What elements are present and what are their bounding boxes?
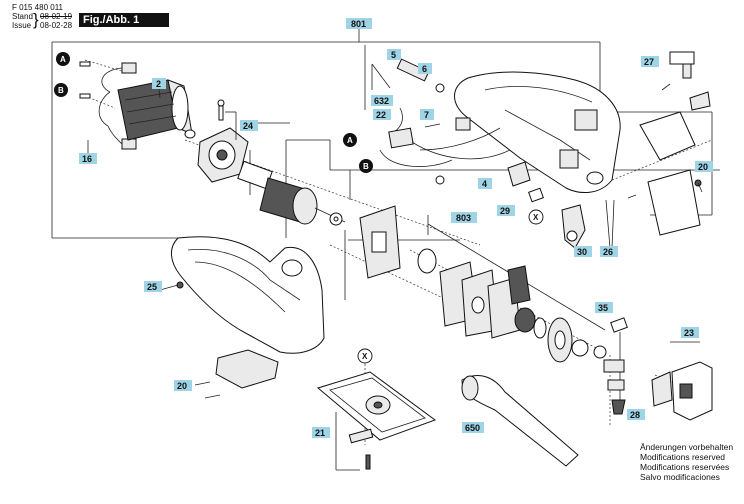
marker-x-upper: X xyxy=(533,213,539,222)
assembly-lines xyxy=(51,41,720,331)
callout-4: 4 xyxy=(482,179,487,189)
stand-date: 08-02-19 xyxy=(40,12,73,21)
cover-caps xyxy=(639,51,711,236)
callout-35: 35 xyxy=(598,303,608,313)
callout-20-lower: 20 xyxy=(177,381,187,391)
notice-es: Salvo modificaciones xyxy=(640,472,720,482)
callout-801: 801 xyxy=(351,19,366,29)
callout-5: 5 xyxy=(391,50,396,60)
marker-b-right: B xyxy=(363,162,369,171)
base-plate xyxy=(316,371,437,470)
small-components xyxy=(507,161,544,203)
notice-en: Modifications reserved xyxy=(640,452,726,462)
stroke-mechanism-plates xyxy=(344,205,531,339)
callout-29: 29 xyxy=(500,206,510,216)
callout-650: 650 xyxy=(465,423,480,433)
figure-title: Fig./Abb. 1 xyxy=(79,13,169,27)
stand-label: Stand xyxy=(12,12,33,21)
callout-803: 803 xyxy=(456,213,471,223)
callout-6: 6 xyxy=(422,64,427,74)
callout-22: 22 xyxy=(376,110,386,120)
callout-801-box xyxy=(346,18,372,29)
callout-27: 27 xyxy=(644,57,654,67)
callout-21: 21 xyxy=(315,428,325,438)
callout-25: 25 xyxy=(147,282,157,292)
bearing-bracket xyxy=(197,99,249,183)
field-coil xyxy=(117,79,196,141)
armature xyxy=(237,160,346,226)
marker-x-lower: X xyxy=(362,352,368,361)
brace: } xyxy=(33,10,39,29)
issue-date: 08-02-28 xyxy=(40,21,73,30)
marker-b-left: B xyxy=(58,86,64,95)
gear-train xyxy=(514,307,607,363)
housing-half-left xyxy=(159,236,325,354)
notice-fr: Modifications reservées xyxy=(640,462,730,472)
blade-guide-lower xyxy=(194,349,279,399)
reference-markers: A B A B X X xyxy=(54,52,544,364)
callout-20-upper: 20 xyxy=(698,162,708,172)
modification-notice: Änderungen vorbehalten Modifications res… xyxy=(640,442,733,482)
callout-30: 30 xyxy=(577,247,587,257)
notice-de: Änderungen vorbehalten xyxy=(640,442,734,452)
switch-and-wiring xyxy=(371,58,511,185)
callout-24: 24 xyxy=(243,121,253,131)
callout-28: 28 xyxy=(630,410,640,420)
callout-2: 2 xyxy=(156,79,161,89)
part-number: F 015 480 011 xyxy=(12,3,64,12)
callout-26: 26 xyxy=(603,247,613,257)
orbital-lever xyxy=(561,179,703,249)
callout-7: 7 xyxy=(424,110,429,120)
callout-632: 632 xyxy=(374,96,389,106)
callout-16: 16 xyxy=(82,154,92,164)
dust-adapter xyxy=(461,375,579,467)
issue-label: Issue xyxy=(12,21,32,30)
housing-half-right xyxy=(454,71,621,193)
marker-a-left: A xyxy=(60,55,66,64)
marker-a-right: A xyxy=(347,136,353,145)
plunger-assembly xyxy=(603,317,628,415)
callout-23: 23 xyxy=(684,328,694,338)
callouts: 801 803 2 5 6 632 7 22 24 16 27 20 4 29 xyxy=(79,18,713,471)
blade-clamp xyxy=(651,361,713,421)
carbon-brush-set xyxy=(79,61,137,150)
